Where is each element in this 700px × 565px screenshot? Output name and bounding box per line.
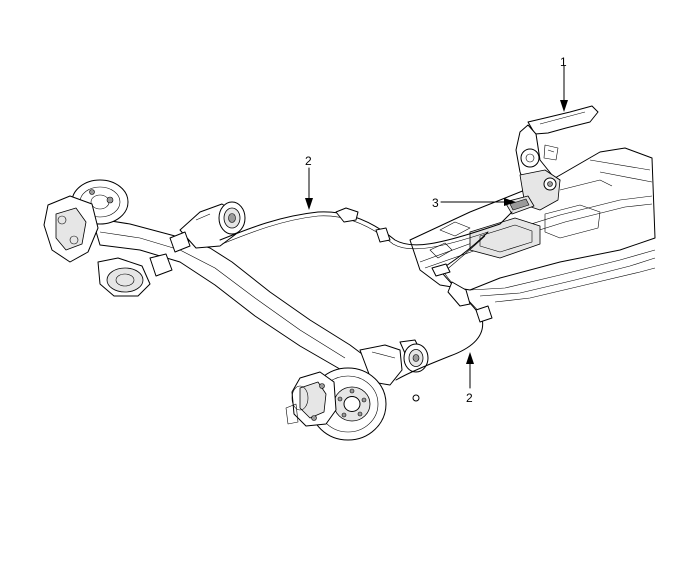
left-wheel-hub-brake bbox=[43, 179, 151, 297]
callout-2-right: 2 bbox=[466, 391, 473, 405]
callout-3: 3 bbox=[432, 196, 439, 210]
axle-bushing-left bbox=[218, 201, 246, 235]
equalizer bbox=[487, 195, 535, 229]
leader-line-1 bbox=[560, 65, 568, 112]
leader-line-3 bbox=[440, 198, 516, 206]
floor-panel bbox=[409, 147, 656, 303]
axle-bushing-right bbox=[403, 343, 429, 373]
parking-brake-cable-left bbox=[219, 207, 489, 250]
leader-line-2-right bbox=[466, 352, 474, 389]
callout-1: 1 bbox=[560, 55, 567, 69]
leader-line-2-left bbox=[305, 167, 313, 210]
right-brake-disc-caliper bbox=[285, 367, 420, 441]
parking-brake-cable-right bbox=[395, 231, 493, 381]
callout-2-left: 2 bbox=[305, 154, 312, 168]
parking-brake-lever bbox=[515, 105, 599, 211]
